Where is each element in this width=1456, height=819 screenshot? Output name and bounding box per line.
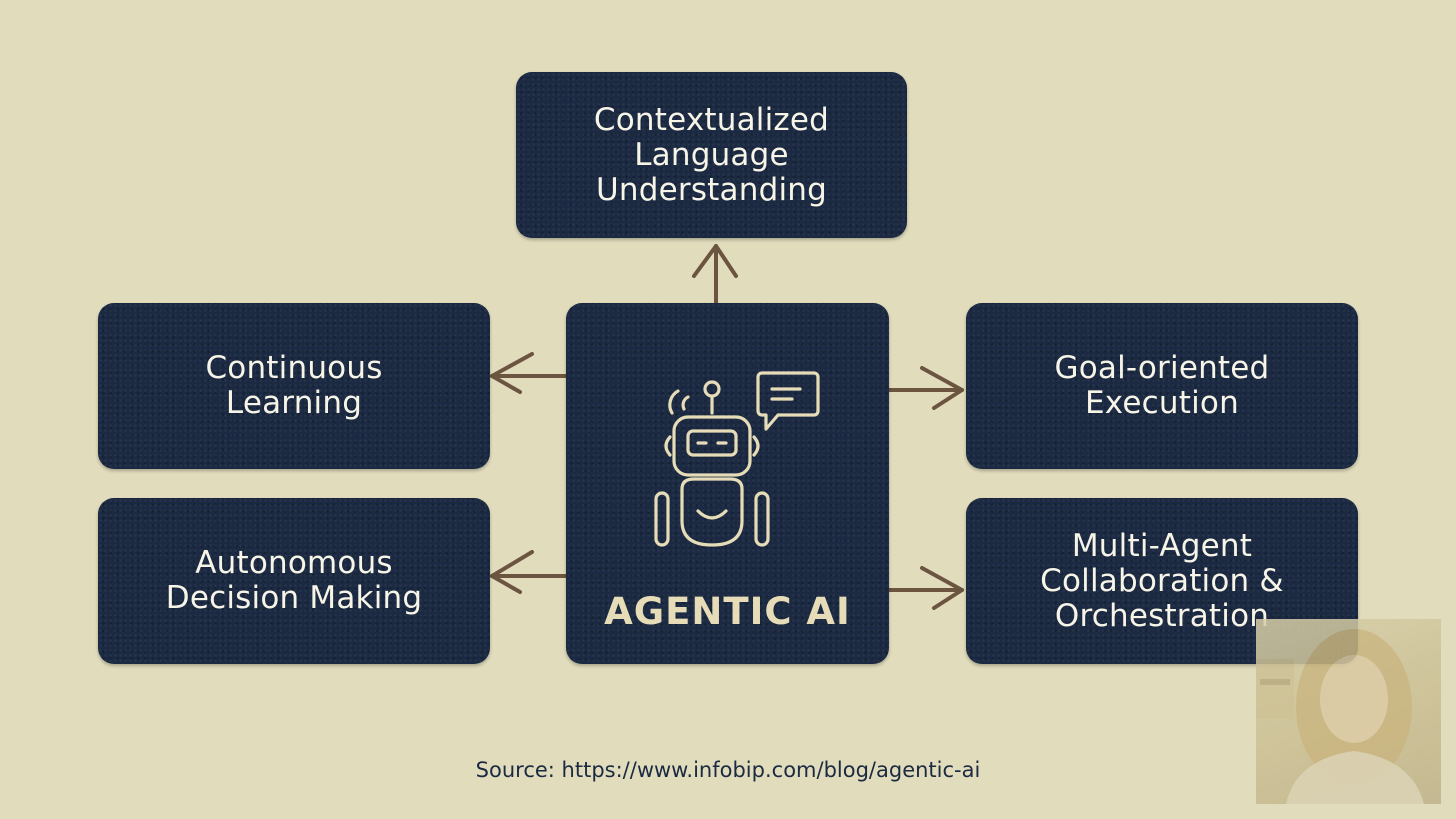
node-agentic-ai: AGENTIC AI xyxy=(566,303,889,664)
robot-chat-icon xyxy=(654,371,820,547)
node-label: Autonomous Decision Making xyxy=(165,545,423,616)
arrow-to-right-bottom xyxy=(887,566,964,610)
node-autonomous-decision-making: Autonomous Decision Making xyxy=(98,498,490,664)
arrow-to-top xyxy=(692,244,738,304)
node-goal-oriented-execution: Goal-oriented Execution xyxy=(966,303,1358,469)
node-continuous-learning: Continuous Learning xyxy=(98,303,490,469)
webcam-overlay xyxy=(1256,619,1441,804)
arrow-to-left-bottom xyxy=(490,550,568,594)
source-citation: Source: https://www.infobip.com/blog/age… xyxy=(475,758,981,782)
node-contextualized-language-understanding: Contextualized Language Understanding xyxy=(516,72,907,238)
node-label: Contextualized Language Understanding xyxy=(593,101,830,208)
center-title: AGENTIC AI xyxy=(604,590,851,633)
arrow-to-left-top xyxy=(490,352,568,394)
node-label: Continuous Learning xyxy=(205,350,383,421)
node-label: Multi-Agent Collaboration & Orchestratio… xyxy=(1040,527,1284,634)
arrow-to-right-top xyxy=(887,366,964,410)
presenter-silhouette xyxy=(1256,629,1424,804)
node-label: Goal-oriented Execution xyxy=(1054,350,1270,421)
